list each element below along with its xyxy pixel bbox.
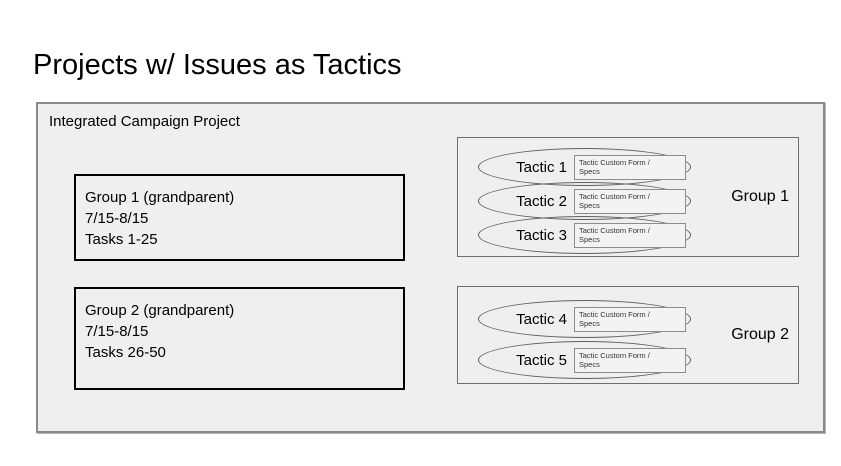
grandparent-1-dates: 7/15-8/15 [85,210,149,227]
tactic-4-form-line1: Tactic Custom Form / [579,309,650,319]
tactic-2-label: Tactic 2 [516,192,567,210]
grandparent-2-tasks: Tasks 26-50 [85,344,166,361]
tactic-1-label: Tactic 1 [516,158,567,176]
project-label: Integrated Campaign Project [49,113,240,130]
grandparent-1-name: Group 1 (grandparent) [85,189,235,206]
tactic-1-custom-form-box: Tactic Custom Form / Specs [574,154,686,180]
tactic-5-custom-form-box: Tactic Custom Form / Specs [574,347,686,373]
tactic-4-ellipse: Tactic 4 Tactic Custom Form / Specs [478,300,691,338]
tactic-4-label: Tactic 4 [516,310,567,328]
grandparent-box-group-1: Group 1 (grandparent) 7/15-8/15 Tasks 1-… [74,174,405,261]
tactic-5-form-line2: Specs [579,360,600,369]
tactic-1-ellipse: Tactic 1 Tactic Custom Form / Specs [478,148,691,186]
slide-title: Projects w/ Issues as Tactics [33,49,402,81]
tactic-5-ellipse: Tactic 5 Tactic Custom Form / Specs [478,341,691,379]
integrated-campaign-project-container: Integrated Campaign Project Group 1 (gra… [36,102,825,433]
tactic-2-form-line1: Tactic Custom Form / [579,191,650,201]
tactic-4-form-line2: Specs [579,319,600,328]
grandparent-2-name: Group 2 (grandparent) [85,302,235,319]
tactic-3-custom-form-box: Tactic Custom Form / Specs [574,222,686,248]
grandparent-2-dates: 7/15-8/15 [85,323,149,340]
tactic-3-form-line1: Tactic Custom Form / [579,225,650,235]
tactic-3-label: Tactic 3 [516,226,567,244]
tactic-group-1-container: Tactic 1 Tactic Custom Form / Specs Tact… [457,137,799,257]
tactic-5-form-line1: Tactic Custom Form / [579,350,650,360]
grandparent-1-tasks: Tasks 1-25 [85,231,158,248]
tactic-group-2-label: Group 2 [731,326,789,343]
tactic-4-custom-form-box: Tactic Custom Form / Specs [574,306,686,332]
tactic-group-1-label: Group 1 [731,188,789,205]
tactic-2-ellipse: Tactic 2 Tactic Custom Form / Specs [478,182,691,220]
tactic-5-label: Tactic 5 [516,351,567,369]
tactic-group-2-container: Tactic 4 Tactic Custom Form / Specs Tact… [457,286,799,384]
tactic-2-form-line2: Specs [579,201,600,210]
tactic-1-form-line1: Tactic Custom Form / [579,157,650,167]
tactic-3-form-line2: Specs [579,235,600,244]
tactic-3-ellipse: Tactic 3 Tactic Custom Form / Specs [478,216,691,254]
tactic-2-custom-form-box: Tactic Custom Form / Specs [574,188,686,214]
tactic-1-form-line2: Specs [579,167,600,176]
grandparent-box-group-2: Group 2 (grandparent) 7/15-8/15 Tasks 26… [74,287,405,390]
